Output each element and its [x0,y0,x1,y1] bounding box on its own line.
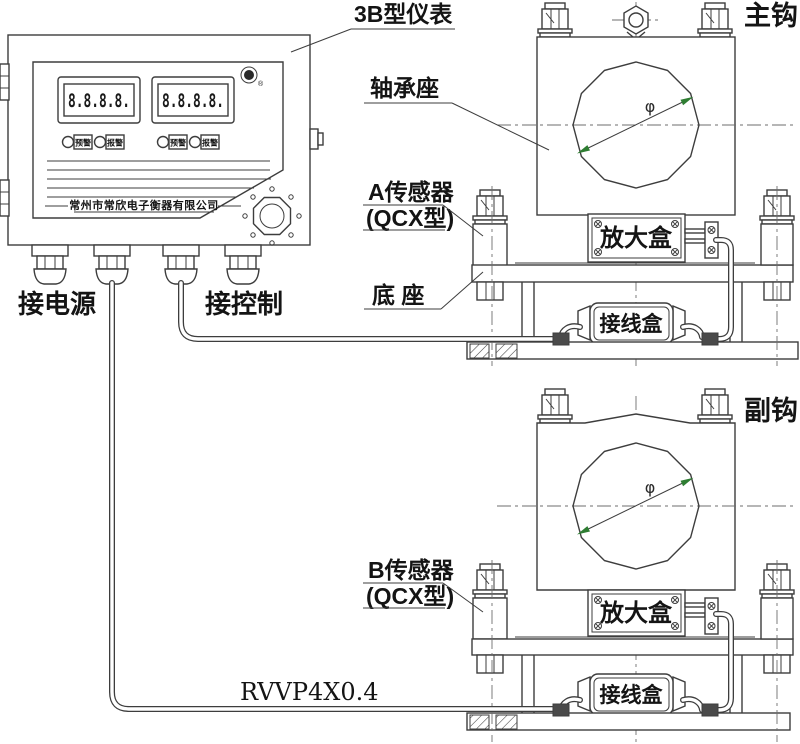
display-aux: 8.8.8.8. [151,76,235,124]
label-cable-type: RVVP4X0.4 [240,678,379,706]
display-main: 8.8.8.8. [57,76,141,124]
display-aux-value: 8.8.8.8. [162,90,224,112]
label-sensor-b-type: (QCX型) [366,583,454,609]
bearing-seat [536,413,736,591]
label-bearing-seat: 轴承座 [370,75,439,101]
lower-plate-aux [466,712,791,731]
junction-box-aux: 接线盒 [577,673,686,716]
lamp-icon [156,135,170,149]
sensor-b-block [472,597,508,640]
lamp-label: 报警 [202,138,218,148]
lamp-icon [188,135,202,149]
label-sensor-a: A传感器 [368,179,455,205]
bolt [472,563,508,599]
nut [476,281,504,301]
diameter-dimension [577,477,694,535]
base-plate-aux [471,638,794,656]
bolt [697,2,733,38]
bolt [537,388,573,424]
gland-icon [162,244,200,285]
amp-box-label: 放大盒 [599,599,673,627]
lamp-icon [61,135,75,149]
hinge-icon [0,63,10,217]
brand-logo-icon: ® [240,66,264,88]
amplifier-box-main: 放大盒 [587,213,686,263]
side-knob [309,128,324,150]
indicator-lamps: 预警 报警 预警 报警 [61,134,220,150]
gland-icon [31,244,69,285]
diameter-dimension [577,96,694,154]
junction-box-label: 接线盒 [600,312,664,336]
amp-box-label: 放大盒 [599,224,673,252]
gland-icon [224,244,262,285]
bolt [472,189,508,225]
bearing-seat [536,36,736,216]
label-sensor-a-type: (QCX型) [366,205,454,231]
cables [109,237,734,717]
label-control: 接控制 [205,289,283,319]
registered-mark: ® [258,80,264,88]
bolt [537,2,573,38]
callout-labels: 3B型仪表 主钩 轴承座 A传感器 (QCX型) 底 座 副钩 B传感器 (QC… [18,1,798,706]
cable-anchor [552,703,570,717]
base-plate-main [471,264,794,283]
gland-icon [93,244,131,285]
cable-anchor [701,703,719,717]
diameter-symbol: φ [645,97,656,116]
panel-text-lines: 常州市常欣电子衡器有限公司 [45,160,271,213]
display-main-value: 8.8.8.8. [68,90,130,112]
cable-glands [31,244,262,285]
lower-plate-main [466,341,799,360]
shaft-polygon [572,61,700,189]
company-name: 常州市常欣电子衡器有限公司 [69,198,219,212]
sensor-a-block [472,223,508,268]
shaft-polygon [572,442,700,570]
junction-box-label: 接线盒 [600,683,664,707]
label-main-hook: 主钩 [744,1,798,31]
lamp-label: 预警 [170,138,186,148]
lamp-icon [93,135,107,149]
cable-anchor [552,332,570,346]
amp-connector-aux [684,597,719,635]
instrument-box: ® 8.8.8.8. 8.8.8.8. 预警 报警 预警 报警 [0,34,324,285]
main-hook-assembly: φ 放大盒 [466,2,799,366]
buzzer-icon [242,186,302,246]
label-base: 底 座 [372,282,424,308]
aux-hook-assembly: φ 放大盒 [466,388,795,742]
lamp-label: 预警 [75,138,91,148]
junction-box-main: 接线盒 [577,302,686,345]
amp-connector-main [684,221,719,259]
label-aux-hook: 副钩 [744,396,798,426]
eyelet-icon [623,5,649,38]
label-power: 接电源 [18,289,96,319]
amplifier-box-aux: 放大盒 [587,589,686,637]
label-instrument: 3B型仪表 [354,1,453,27]
label-sensor-b: B传感器 [368,557,455,583]
bolt [697,388,733,424]
lamp-label: 报警 [107,138,123,148]
nut [476,654,504,674]
cable-anchor [701,332,719,346]
diameter-symbol: φ [645,478,656,497]
